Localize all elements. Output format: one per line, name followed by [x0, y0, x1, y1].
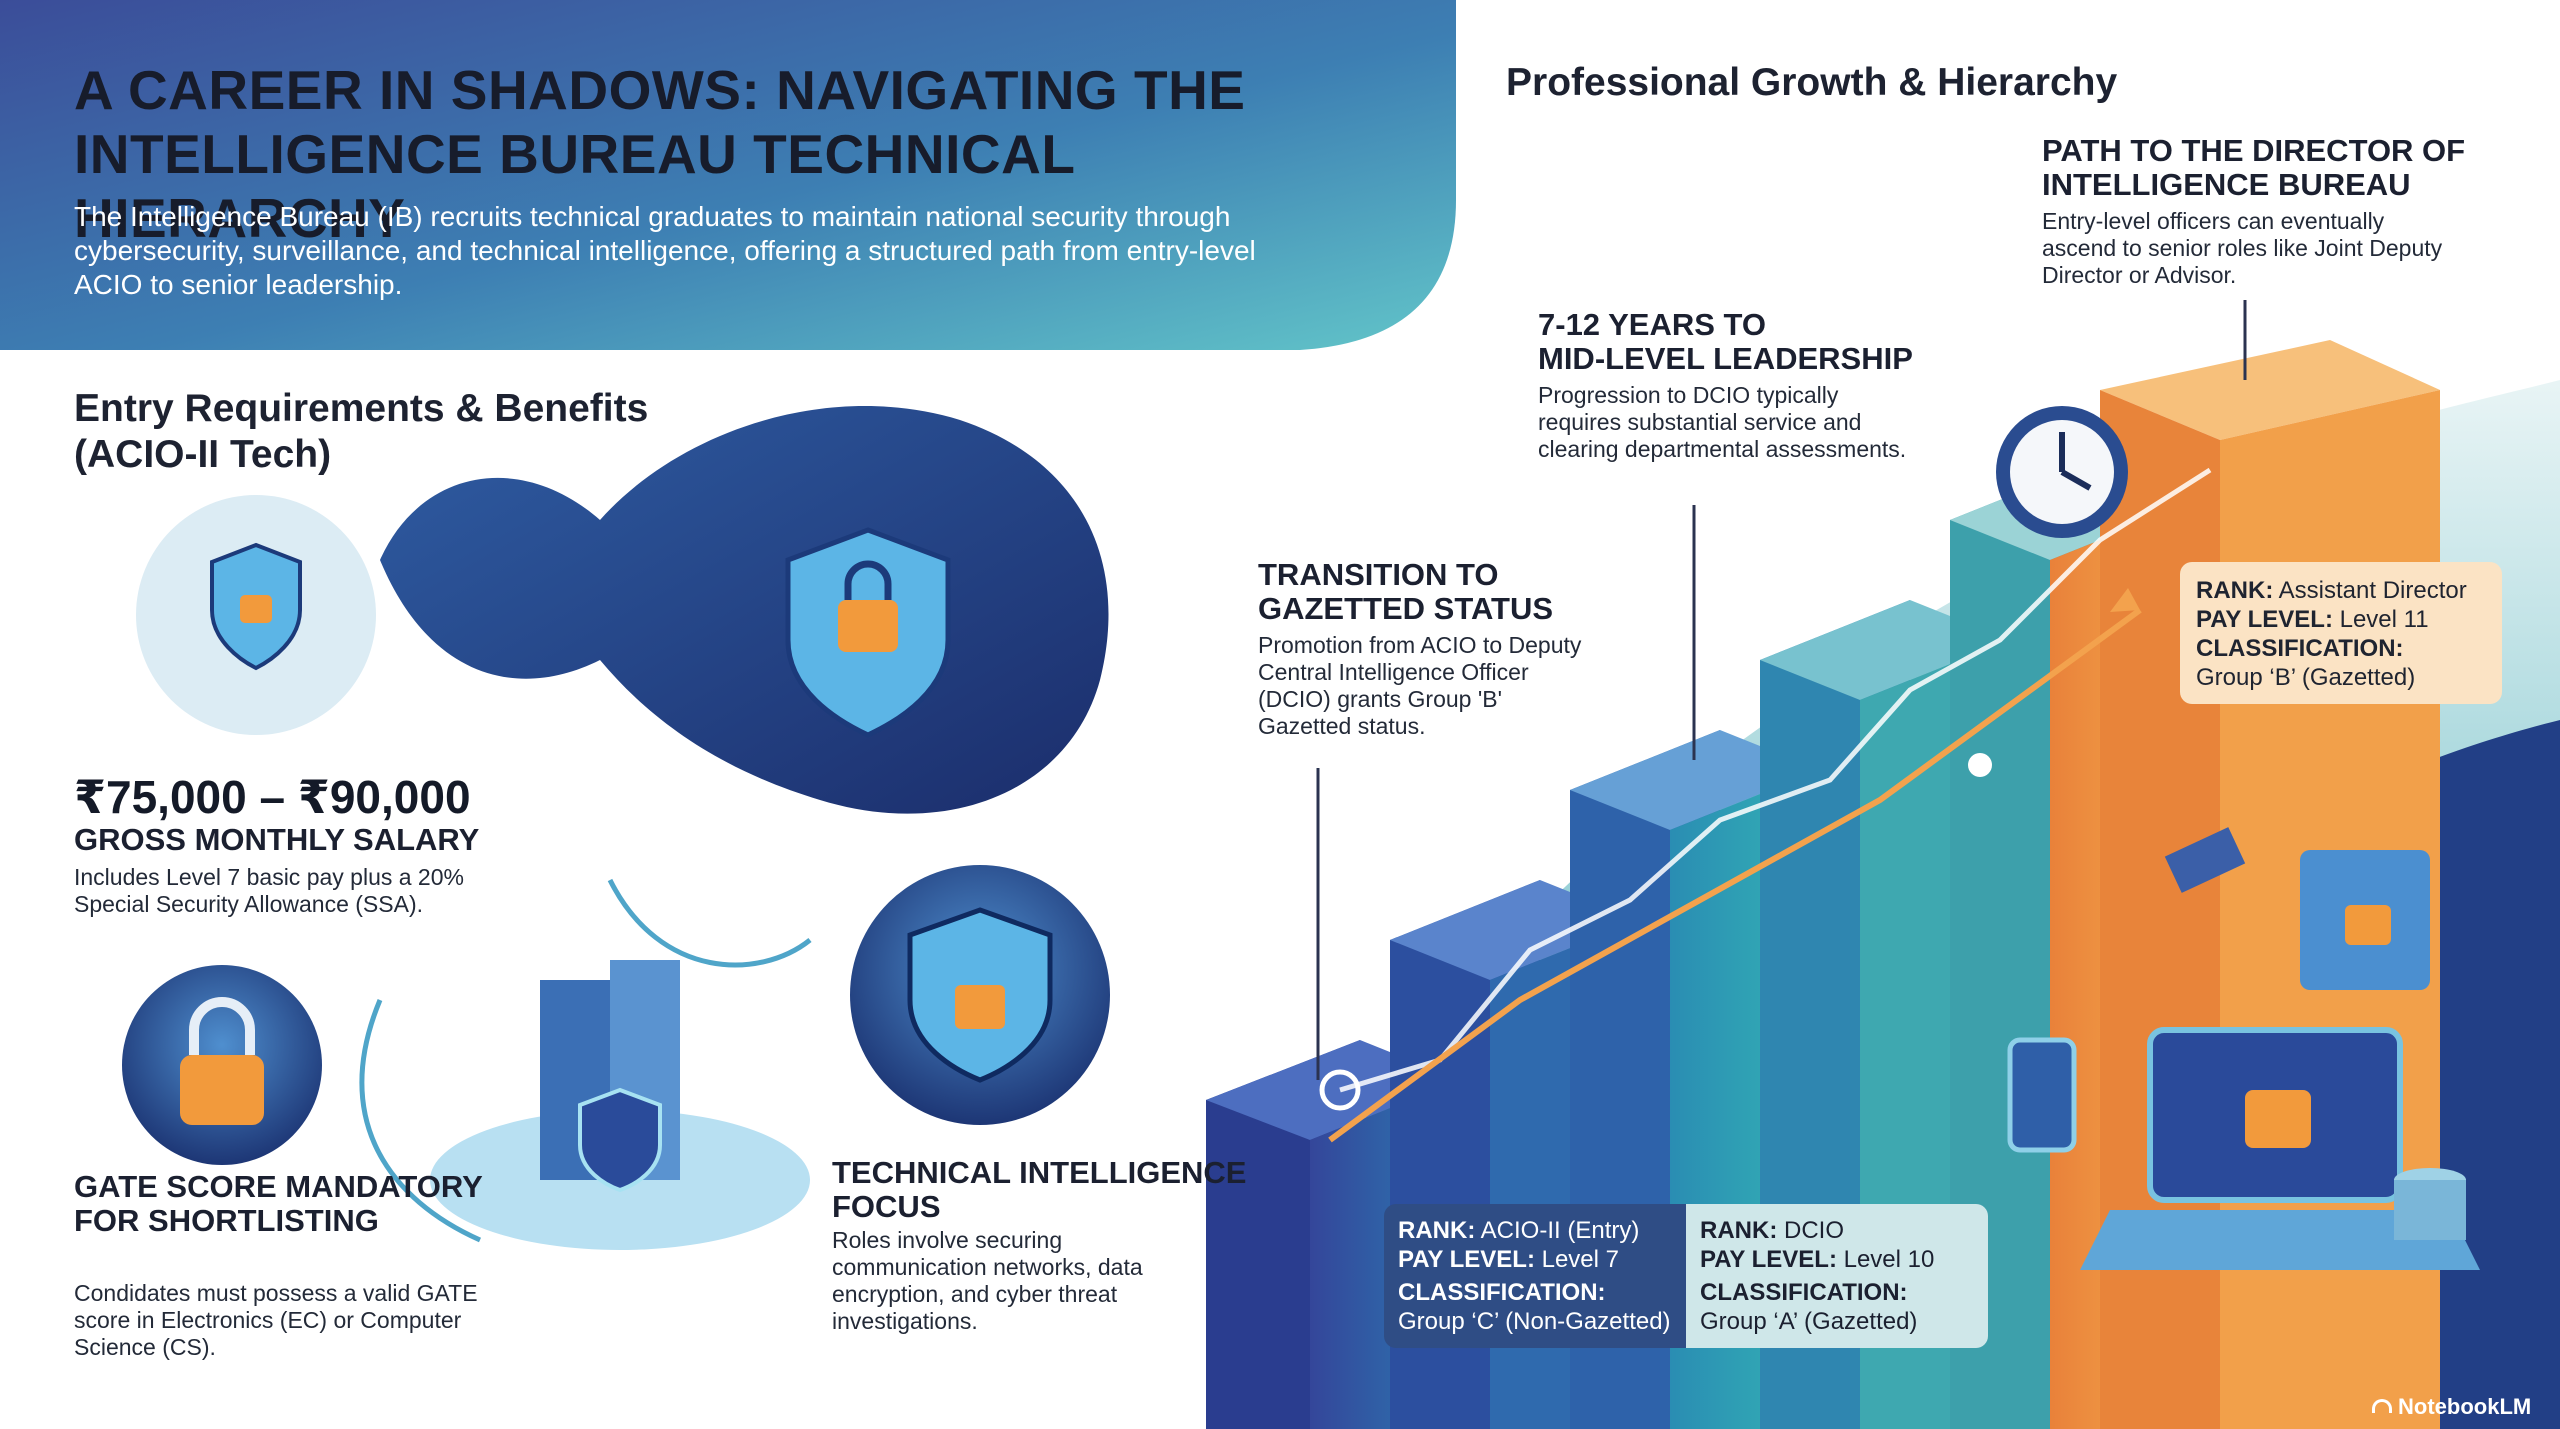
step2-title: 7-12 YEARS TO MID-LEVEL LEADERSHIP — [1538, 307, 1913, 376]
database-icon — [2394, 1168, 2466, 1240]
rank-card-pair: RANK: ACIO-II (Entry) PAY LEVEL: Level 7… — [1384, 1204, 1988, 1348]
step2-description: Progression to DCIO typically requires s… — [1538, 382, 1907, 462]
tech-focus-description: Roles involve securing communication net… — [832, 1227, 1143, 1334]
smartphone-icon — [2007, 1037, 2077, 1153]
satellite-icon — [2164, 827, 2246, 893]
rank-card-dcio: RANK: DCIO PAY LEVEL: Level 10 CLASSIFIC… — [1686, 1204, 1988, 1348]
entry-requirements-heading: Entry Requirements & Benefits (ACIO-II T… — [74, 387, 649, 476]
clock-icon — [1996, 406, 2128, 538]
notebooklm-icon — [2372, 1399, 2392, 1413]
step3-description: Entry-level officers can eventually asce… — [2042, 208, 2443, 288]
salary-description: Includes Level 7 basic pay plus a 20% Sp… — [74, 864, 464, 917]
growth-line — [1339, 467, 2212, 1093]
tech-focus-title: TECHNICAL INTELLIGENCE FOCUS — [832, 1155, 1247, 1224]
brand-logo: NotebookLM — [2372, 1394, 2531, 1420]
server-tower-icon — [430, 960, 810, 1250]
cyber-blob — [380, 406, 1109, 814]
shield-lock-icon-small — [210, 542, 302, 671]
shield-lock-icon-large — [785, 527, 951, 738]
salary-label: GROSS MONTHLY SALARY — [74, 822, 480, 857]
rank-card-acio: RANK: ACIO-II (Entry) PAY LEVEL: Level 7… — [1384, 1204, 1686, 1348]
laptop-icon — [2080, 1027, 2480, 1270]
rank-card-assistant-director: RANK: Assistant Director PAY LEVEL: Leve… — [2180, 562, 2502, 704]
header-panel — [0, 0, 1456, 350]
page-title: A CAREER IN SHADOWS: NAVIGATING THE INTE… — [74, 59, 1246, 249]
gate-description: Condidates must possess a valid GATE sco… — [74, 1280, 478, 1360]
growth-heading: Professional Growth & Hierarchy — [1506, 61, 2118, 104]
step3-title: PATH TO THE DIRECTOR OF INTELLIGENCE BUR… — [2042, 133, 2466, 202]
intro-text: The Intelligence Bureau (IB) recruits te… — [74, 201, 1256, 300]
step1-description: Promotion from ACIO to Deputy Central In… — [1258, 632, 1582, 739]
gate-title: GATE SCORE MANDATORY FOR SHORTLISTING — [74, 1169, 483, 1238]
step1-title: TRANSITION TO GAZETTED STATUS — [1258, 557, 1554, 626]
salary-range: ₹75,000 – ₹90,000 — [74, 771, 471, 823]
